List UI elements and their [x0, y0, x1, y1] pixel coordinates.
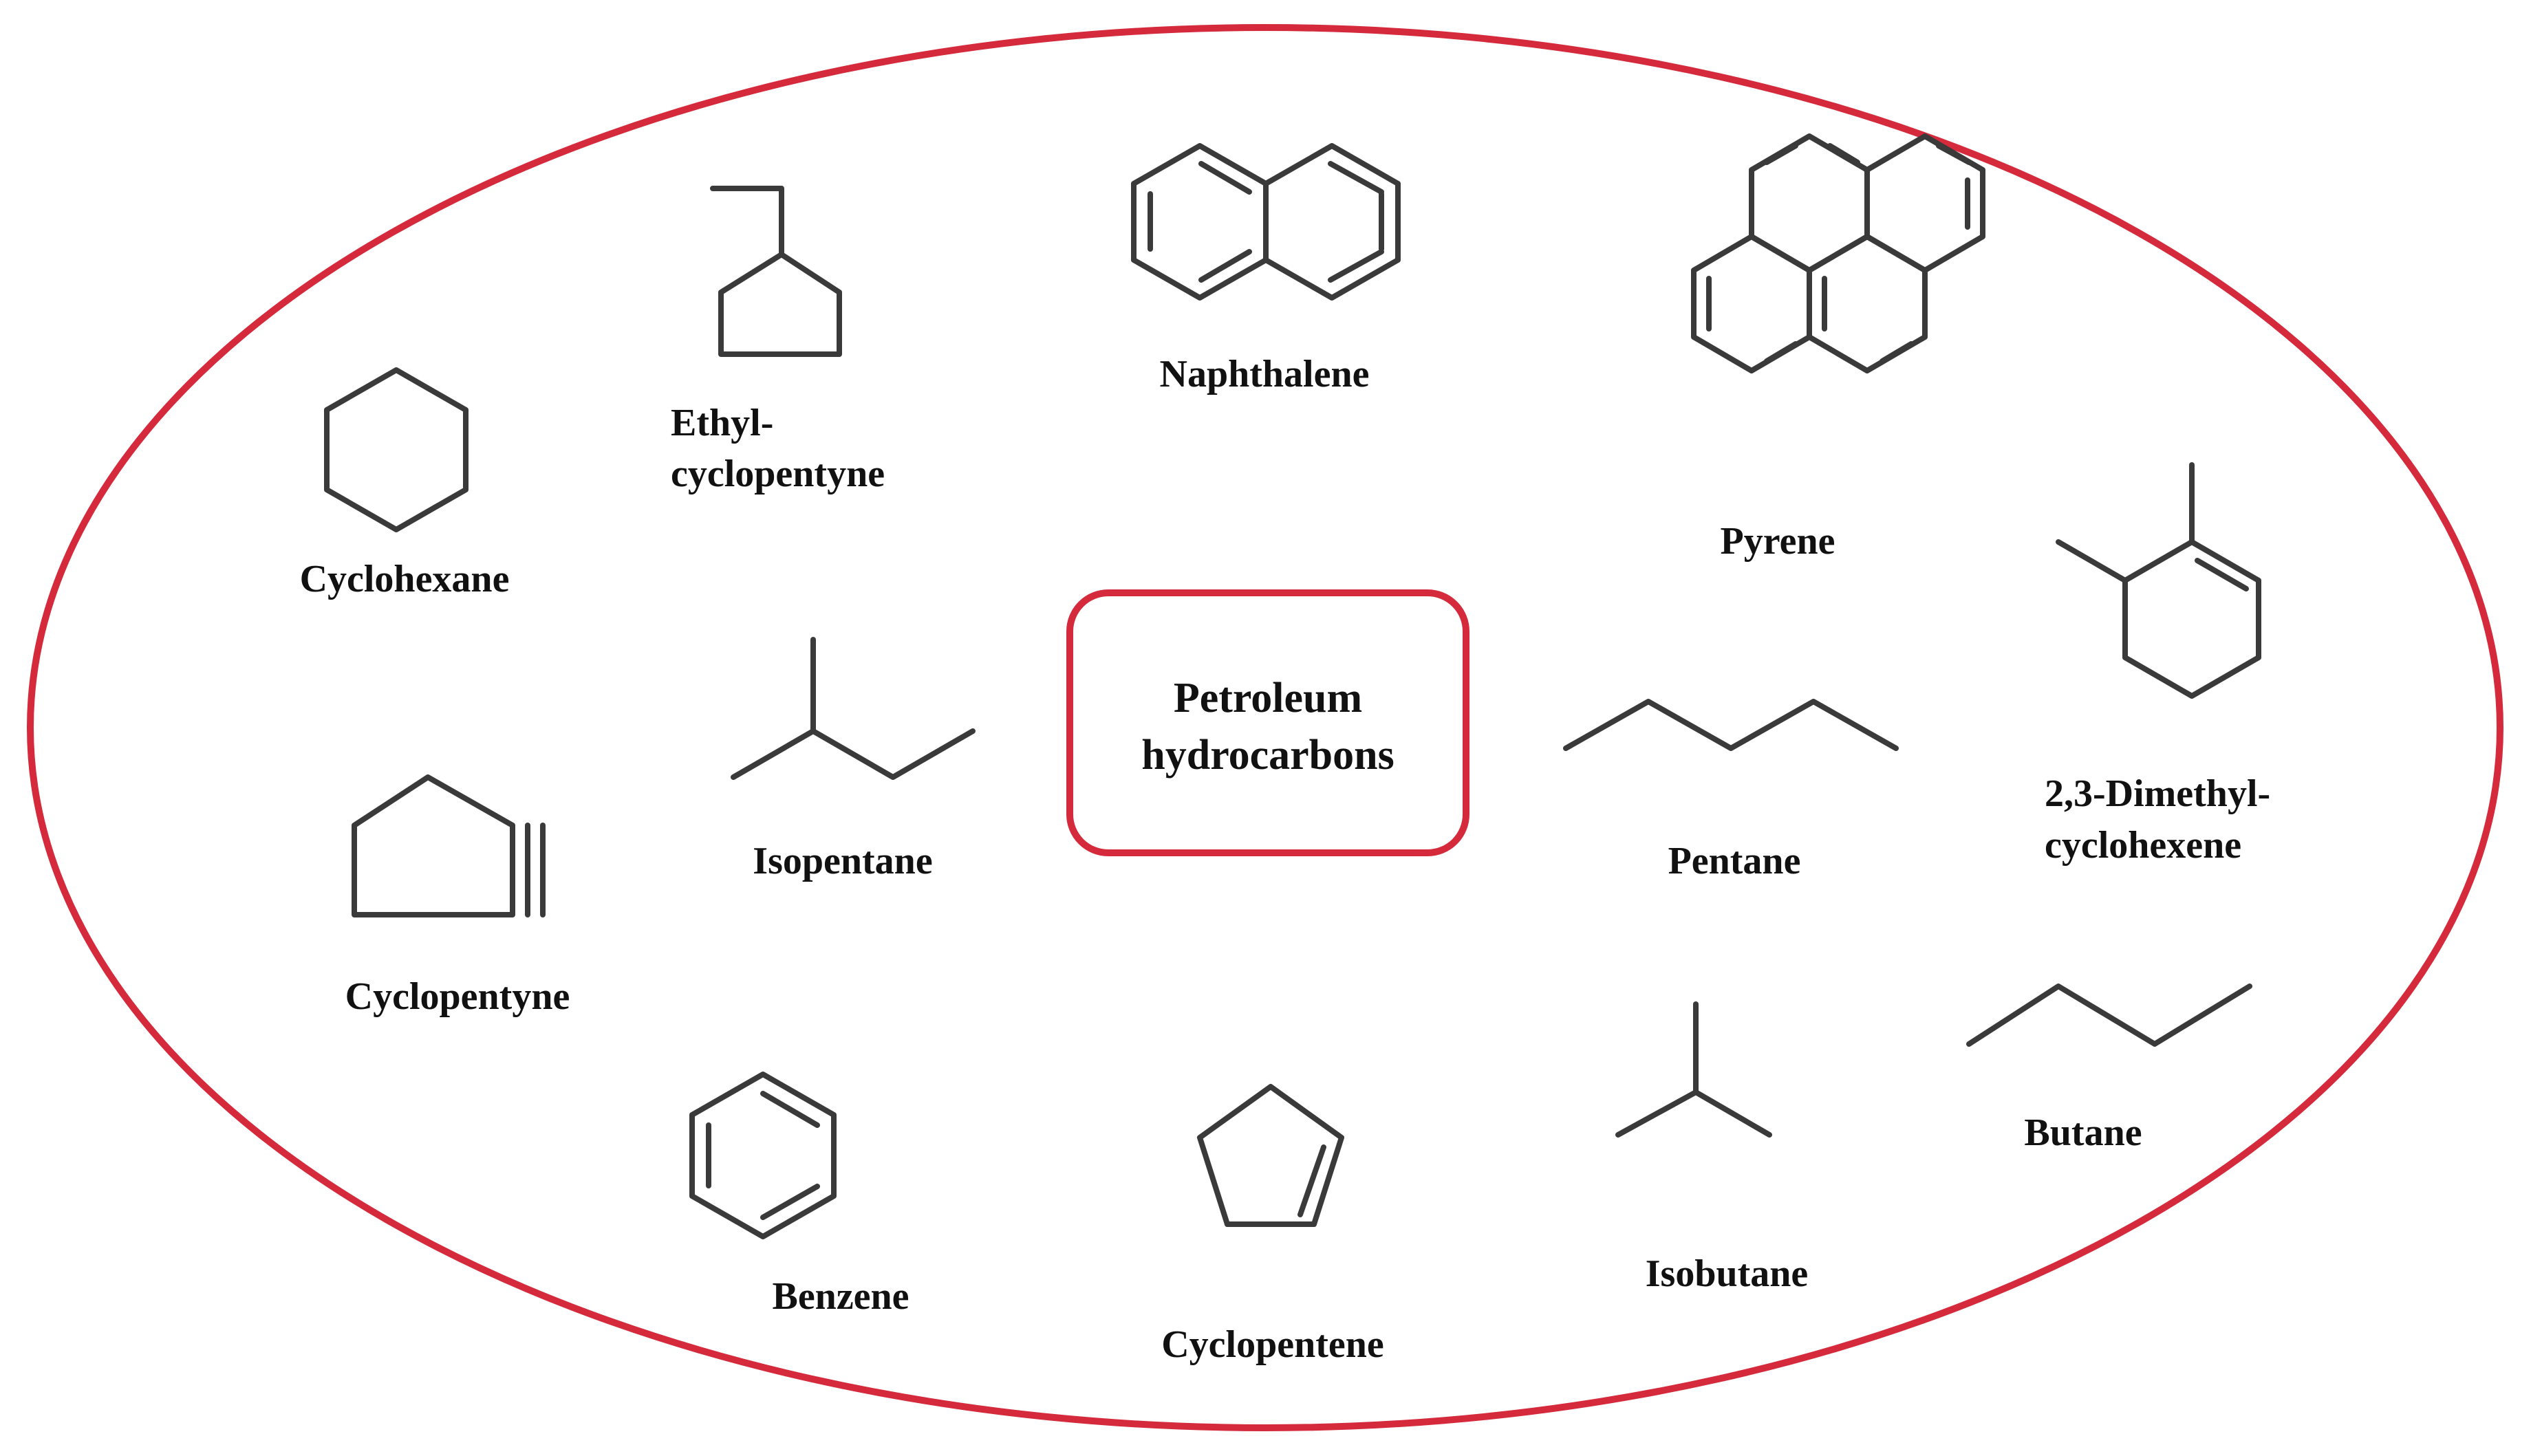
outer-ellipse [27, 24, 2503, 1431]
pentane-label: Pentane [1668, 840, 1801, 882]
naphthalene-structure [1131, 143, 1401, 301]
cyclopentene-label: Cyclopentene [1161, 1323, 1384, 1366]
butane-label: Butane [2024, 1111, 2142, 1154]
center-box [1066, 589, 1469, 856]
cyclopentyne-label: Cyclopentyne [345, 975, 570, 1018]
isopentane-structure [731, 637, 976, 780]
cyclopentene-structure [1197, 1084, 1344, 1227]
benzene-structure [689, 1072, 837, 1239]
cyclopentyne-structure [352, 774, 546, 917]
naphthalene-label: Naphthalene [1160, 353, 1370, 395]
isobutane-structure [1615, 1001, 1772, 1138]
isopentane-label: Isopentane [753, 840, 932, 882]
isobutane-label: Isobutane [1646, 1252, 1809, 1295]
pyrene-structure [1691, 133, 1985, 373]
pyrene-label: Pyrene [1721, 520, 1835, 563]
dimethylcyclohexene-label-line1: 2,3-Dimethyl- [2045, 772, 2270, 815]
ethylcyclopentyne-label-line2: cyclopentyne [671, 453, 885, 495]
center-title-line2: hydrocarbons [1141, 732, 1394, 779]
dimethylcyclohexene-structure [2056, 462, 2261, 699]
butane-structure [1966, 984, 2252, 1047]
cyclohexane-label: Cyclohexane [300, 558, 510, 600]
dimethylcyclohexene-label-line2: cyclohexene [2045, 824, 2241, 867]
cyclohexane-structure [324, 367, 468, 532]
ethylcyclopentyne-label-line1: Ethyl- [671, 402, 773, 444]
pentane-structure [1563, 699, 1899, 751]
benzene-label: Benzene [772, 1275, 909, 1318]
center-title-line1: Petroleum [1174, 675, 1362, 721]
ethylcyclopentyne-structure [710, 186, 842, 357]
